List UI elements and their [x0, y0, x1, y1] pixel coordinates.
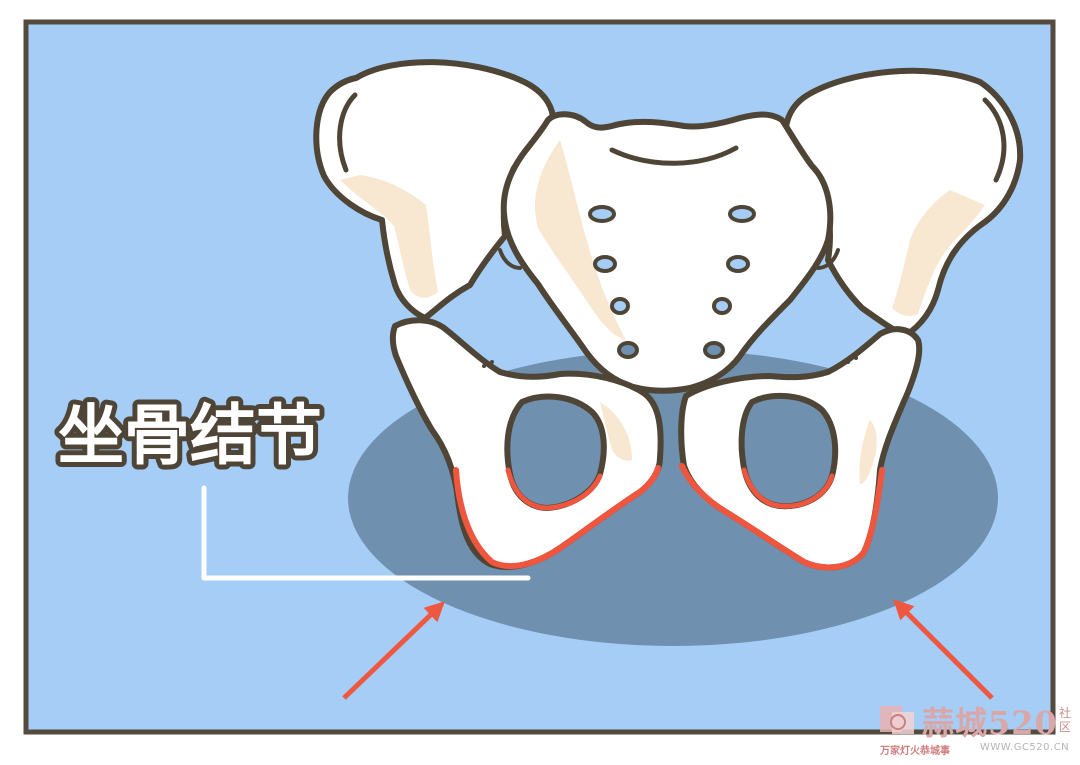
right-ilium — [782, 67, 1024, 339]
left-inner-highlight — [505, 467, 603, 511]
right-ilium-shade — [892, 190, 985, 316]
left-ilium-crest — [337, 92, 358, 173]
detail-dot — [490, 360, 494, 364]
pelvis-bone-illustration — [313, 59, 1024, 571]
watermark-slogan: 万家灯火恭城事 — [880, 746, 950, 757]
watermark-logo-icon — [880, 706, 914, 734]
right-si-joint-mark — [816, 248, 840, 270]
foramen — [610, 297, 630, 315]
left-ilium — [313, 59, 556, 321]
detail-dot — [846, 360, 850, 364]
ischial-tuberosity-label: 坐骨结节 — [58, 397, 322, 474]
detail-dot — [482, 364, 486, 368]
right-ischial-tuberosity-highlight — [679, 463, 885, 571]
watermark-brand: 蒜城520 — [922, 704, 1058, 742]
sacrum — [500, 111, 834, 394]
foramen — [728, 205, 756, 223]
label-leader-line — [201, 485, 531, 581]
right-inner-highlight — [741, 467, 835, 509]
foramen — [588, 205, 616, 223]
left-si-joint-mark — [498, 248, 522, 270]
left-arrow-icon — [342, 601, 445, 700]
left-ischium-shade — [600, 402, 632, 461]
sacrum-shade — [534, 140, 626, 340]
watermark: 蒜城520 社区 万家灯火恭城事 WWW.GC520.CN — [878, 698, 1074, 760]
left-ilium-shade — [340, 175, 438, 298]
right-ilium-crest — [982, 97, 1007, 183]
left-ischial-tuberosity-highlight — [453, 465, 661, 569]
foramen — [617, 341, 639, 359]
watermark-side-text: 社区 — [1058, 706, 1071, 734]
foramen — [726, 255, 750, 273]
foramen — [712, 297, 732, 315]
sacral-promontory — [609, 145, 739, 166]
right-arrow-icon — [893, 599, 994, 700]
watermark-url: WWW.GC520.CN — [980, 742, 1070, 753]
foramen — [593, 255, 617, 273]
foramen — [703, 341, 725, 359]
right-ischium-shade — [859, 420, 877, 484]
detail-dot — [854, 356, 858, 360]
